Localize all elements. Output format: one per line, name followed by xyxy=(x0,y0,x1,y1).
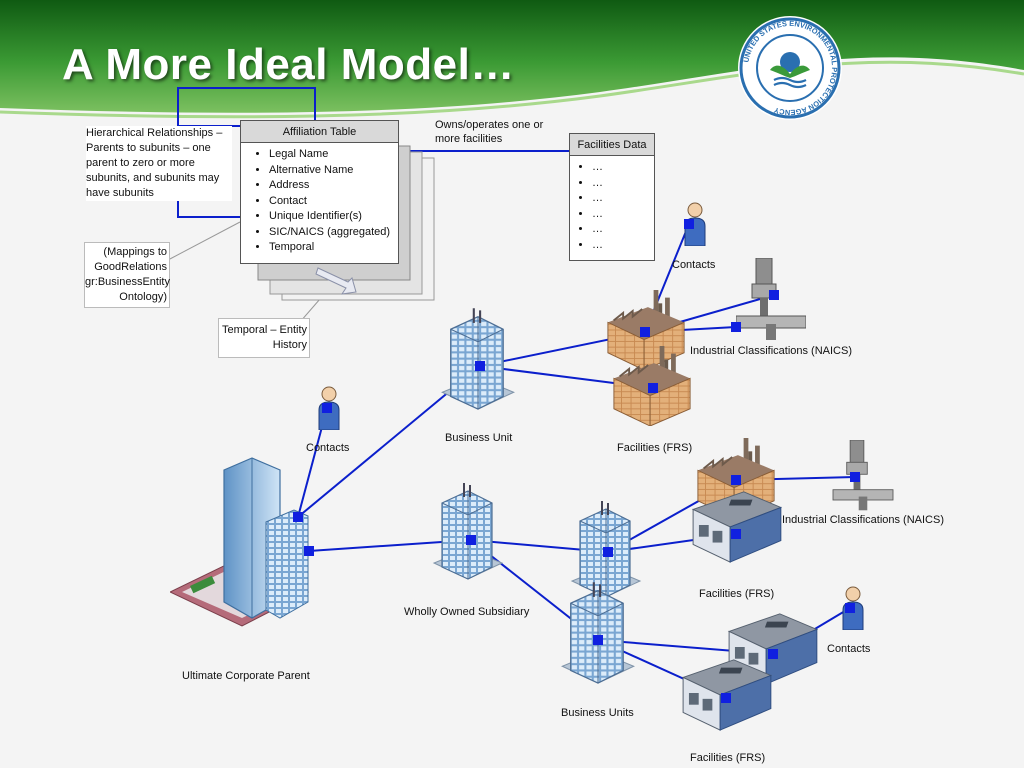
node-contact-bottom xyxy=(845,603,855,613)
list-item: … xyxy=(592,191,654,207)
slide-title: A More Ideal Model… xyxy=(62,40,515,89)
node-subsidiary xyxy=(466,535,476,545)
wholly-owned-subsidiary-label: Wholly Owned Subsidiary xyxy=(404,606,530,618)
list-item: Legal Name xyxy=(269,147,398,163)
node-unit-b xyxy=(593,635,603,645)
node-facility-6 xyxy=(721,693,731,703)
naics-machine-icon-mid xyxy=(832,440,894,511)
ultimate-corporate-parent-label: Ultimate Corporate Parent xyxy=(182,670,310,682)
contacts-label-left: Contacts xyxy=(306,442,350,454)
facilities-data-title: Facilities Data xyxy=(570,134,654,156)
naics-label-top: Industrial Classifications (NAICS) xyxy=(690,345,852,357)
node-parent-1 xyxy=(293,512,303,522)
node-facility-5 xyxy=(768,649,778,659)
node-naics-top-2 xyxy=(731,322,741,332)
mappings-note: (Mappings to GoodRelations gr:BusinessEn… xyxy=(84,242,170,308)
facilities-label-mid: Facilities (FRS) xyxy=(699,588,775,600)
list-item: Unique Identifier(s) xyxy=(269,209,398,225)
node-facility-3 xyxy=(731,475,741,485)
corporate-headquarters-icon xyxy=(170,457,309,627)
node-naics-top-1 xyxy=(769,290,779,300)
hierarchical-relationships-note: Hierarchical Relationships – Parents to … xyxy=(86,126,232,201)
facilities-data-table: Facilities Data … … … … … … xyxy=(569,133,655,261)
list-item: Contact xyxy=(269,194,398,210)
facilities-data-list: … … … … … … xyxy=(570,160,654,253)
affiliation-table-list: Legal Name Alternative Name Address Cont… xyxy=(241,147,398,256)
node-facility-4 xyxy=(731,529,741,539)
owns-operates-note: Owns/operates one or more facilities xyxy=(435,119,544,145)
node-facility-2 xyxy=(648,383,658,393)
node-facility-1 xyxy=(640,327,650,337)
list-item: Temporal xyxy=(269,240,398,256)
list-item: … xyxy=(592,207,654,223)
business-unit-building-icon-2 xyxy=(561,582,635,685)
node-business-unit xyxy=(475,361,485,371)
list-item: Alternative Name xyxy=(269,163,398,179)
facilities-label-top: Facilities (FRS) xyxy=(617,442,693,454)
temporal-note: Temporal – Entity History xyxy=(218,318,310,358)
node-parent-2 xyxy=(304,546,314,556)
list-item: SIC/NAICS (aggregated) xyxy=(269,225,398,241)
affiliation-table-title: Affiliation Table xyxy=(241,121,398,143)
contacts-label-top: Contacts xyxy=(672,259,716,271)
contacts-label-bottom: Contacts xyxy=(827,643,871,655)
list-item: … xyxy=(592,222,654,238)
epa-seal-icon: UNITED STATES ENVIRONMENTAL PROTECTION A… xyxy=(738,16,842,120)
list-item: Address xyxy=(269,178,398,194)
list-item: … xyxy=(592,160,654,176)
business-units-label: Business Units xyxy=(561,707,634,719)
facilities-label-bottom: Facilities (FRS) xyxy=(690,752,766,764)
node-unit-a xyxy=(603,547,613,557)
subsidiary-building-icon xyxy=(432,482,504,581)
list-item: … xyxy=(592,176,654,192)
naics-label-mid: Industrial Classifications (NAICS) xyxy=(782,514,944,526)
list-item: … xyxy=(592,238,654,254)
business-unit-building-icon xyxy=(441,308,515,411)
node-contact-top xyxy=(684,219,694,229)
affiliation-table: Affiliation Table Legal Name Alternative… xyxy=(240,120,399,264)
node-contact-left xyxy=(322,403,332,413)
node-naics-mid xyxy=(850,472,860,482)
business-unit-label: Business Unit xyxy=(445,432,513,444)
